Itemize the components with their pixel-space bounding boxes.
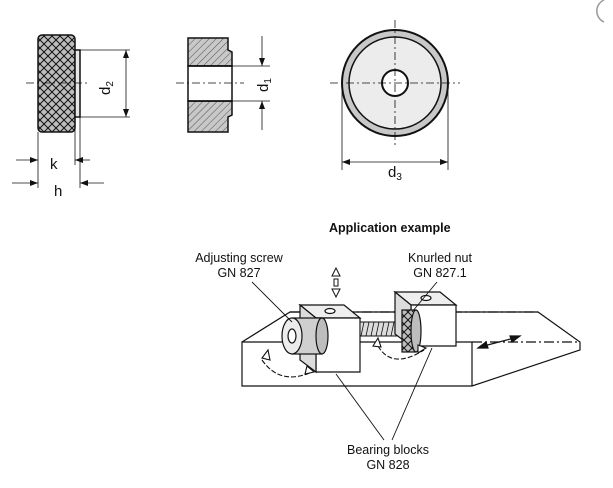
knurled-nut-assembly [401, 309, 422, 353]
rotation-arrow-right [372, 336, 428, 360]
bearing-blocks-label-line2: GN 828 [366, 458, 409, 472]
adjusting-screw-label-line2: GN 827 [217, 266, 260, 280]
leader-lines [251, 281, 438, 441]
knurled-nut-front-view [330, 20, 460, 170]
d1-label: d1 [255, 78, 274, 92]
knurled-nut-label-line1: Knurled nut [408, 251, 472, 265]
knurled-nut-label-line2: GN 827.1 [413, 266, 467, 280]
knurled-nut-section-view [176, 36, 270, 133]
bearing-blocks-label-line1: Bearing blocks [347, 443, 429, 457]
h-label: h [54, 183, 62, 200]
adjusting-screw-label-line1: Adjusting screw [195, 251, 284, 265]
application-example-title: Application example [329, 221, 451, 235]
k-label: k [50, 156, 58, 173]
vertical-adjust-arrows [331, 266, 341, 299]
d3-label: d3 [388, 164, 402, 183]
rotation-arrow-left [261, 348, 316, 378]
d2-label: d2 [97, 81, 116, 95]
slide-direction-arrow [476, 335, 522, 349]
corner-mark [596, 0, 605, 23]
threaded-rod [359, 321, 403, 337]
adjusting-screw [281, 317, 329, 355]
knurled-nut-side-view [12, 34, 130, 188]
